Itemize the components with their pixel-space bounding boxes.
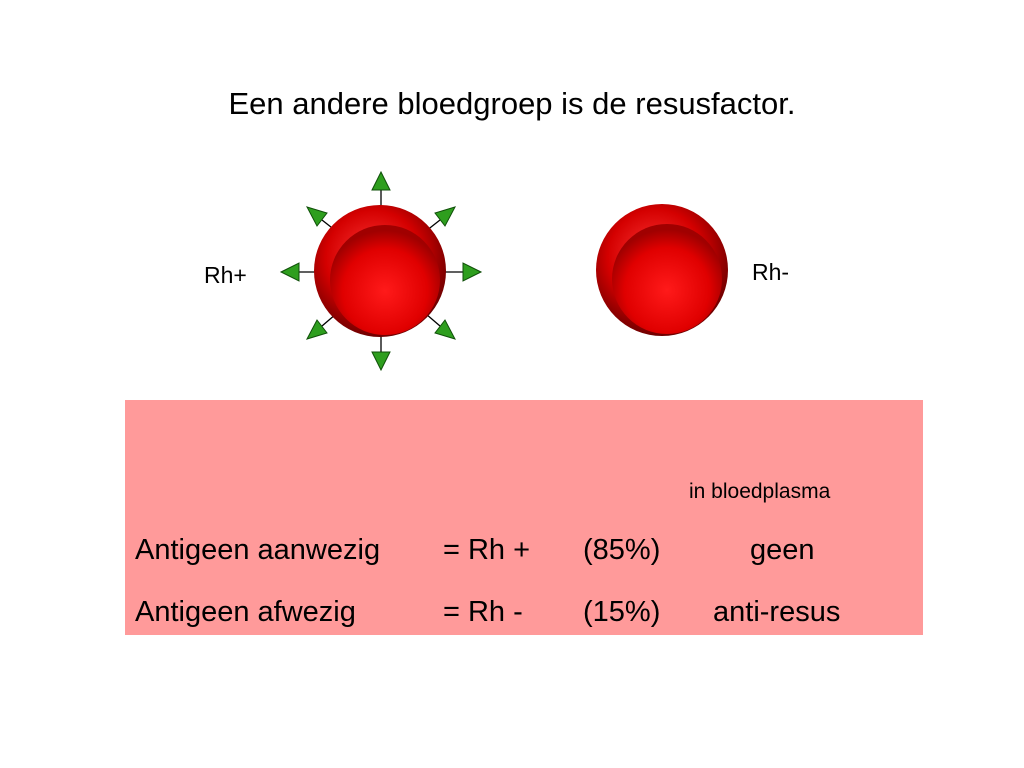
rh-cell: = Rh -: [443, 596, 523, 628]
rh-negative-label: Rh-: [752, 259, 790, 285]
antigen-cell: Antigeen aanwezig: [135, 534, 381, 566]
plasma-column-header: in bloedplasma: [689, 480, 831, 503]
percentage-cell: (85%): [583, 534, 661, 566]
antigen-icon: [306, 319, 328, 340]
plasma-cell: geen: [750, 534, 815, 566]
percentage-cell: (15%): [583, 596, 661, 628]
slide-title: Een andere bloedgroep is de resusfactor.: [228, 86, 796, 121]
plasma-cell: anti-resus: [713, 596, 841, 628]
antigen-icon: [371, 170, 391, 191]
rh-negative-cell: [596, 204, 728, 336]
antigen-icon: [371, 351, 391, 372]
antigen-cell: Antigeen afwezig: [135, 596, 356, 628]
antigen-icon: [434, 319, 456, 340]
rh-table-panel: in bloedplasma Antigeen aanwezig = Rh + …: [125, 400, 923, 635]
antigen-icon: [279, 262, 300, 282]
antigen-icon: [306, 206, 328, 227]
antigen-icon: [462, 262, 483, 282]
rh-positive-cell: [279, 170, 483, 372]
table-row: Antigeen aanwezig = Rh + (85%) geen: [125, 530, 923, 570]
antigen-icon: [434, 206, 456, 227]
table-row: Antigeen afwezig = Rh - (15%) anti-resus: [125, 592, 923, 632]
rh-cell: = Rh +: [443, 534, 531, 566]
rh-positive-label: Rh+: [204, 262, 247, 288]
